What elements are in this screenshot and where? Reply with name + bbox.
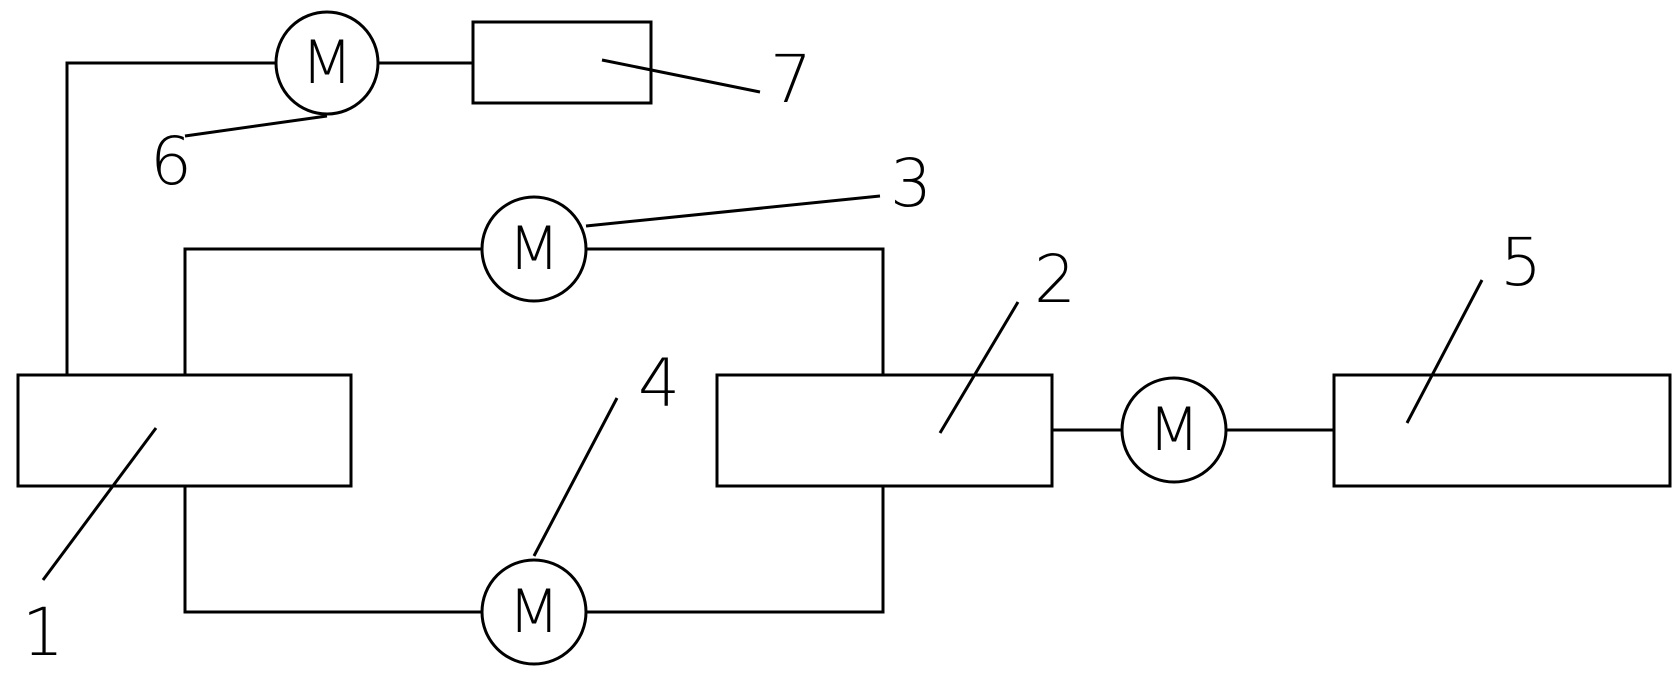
leader-1	[41, 427, 158, 581]
wire-block1-to-motor6	[65, 61, 276, 375]
wire-motor3-to-block2	[586, 247, 885, 375]
leader-3	[585, 194, 881, 228]
motor-3: M	[480, 195, 588, 303]
leader-2	[938, 301, 1020, 434]
leader-lines	[41, 58, 1484, 581]
motor-2-5-symbol: M	[1148, 395, 1200, 465]
motor-3-symbol: M	[508, 214, 560, 284]
motor-4-circle	[480, 558, 588, 666]
callout-7: 7	[770, 41, 812, 118]
leader-4	[532, 397, 619, 557]
callout-1: 1	[22, 594, 64, 671]
callout-5: 5	[1500, 224, 1542, 301]
callout-4: 4	[638, 345, 680, 422]
motor-3-circle	[480, 195, 588, 303]
leader-6	[184, 114, 328, 138]
motor-2-5: M	[1120, 376, 1228, 484]
callout-3: 3	[890, 145, 932, 222]
motor-4: M	[480, 558, 588, 666]
motor-6: M	[274, 10, 380, 116]
motor-6-symbol: M	[301, 28, 353, 98]
callout-6: 6	[150, 123, 192, 200]
wires	[65, 61, 1334, 614]
motor-2-5-circle	[1120, 376, 1228, 484]
leader-7	[601, 58, 761, 94]
block-2	[715, 373, 1054, 488]
motor-6-circle	[274, 10, 380, 116]
block-5	[1332, 373, 1672, 488]
wire-block1-to-motor4	[183, 486, 482, 614]
leader-5	[1405, 279, 1484, 424]
block-1	[16, 373, 353, 488]
callout-2: 2	[1034, 241, 1076, 318]
block-7	[471, 20, 653, 105]
motor-4-symbol: M	[508, 577, 560, 647]
wire-block1-to-motor3	[183, 247, 482, 375]
wire-motor4-to-block2	[586, 486, 885, 614]
